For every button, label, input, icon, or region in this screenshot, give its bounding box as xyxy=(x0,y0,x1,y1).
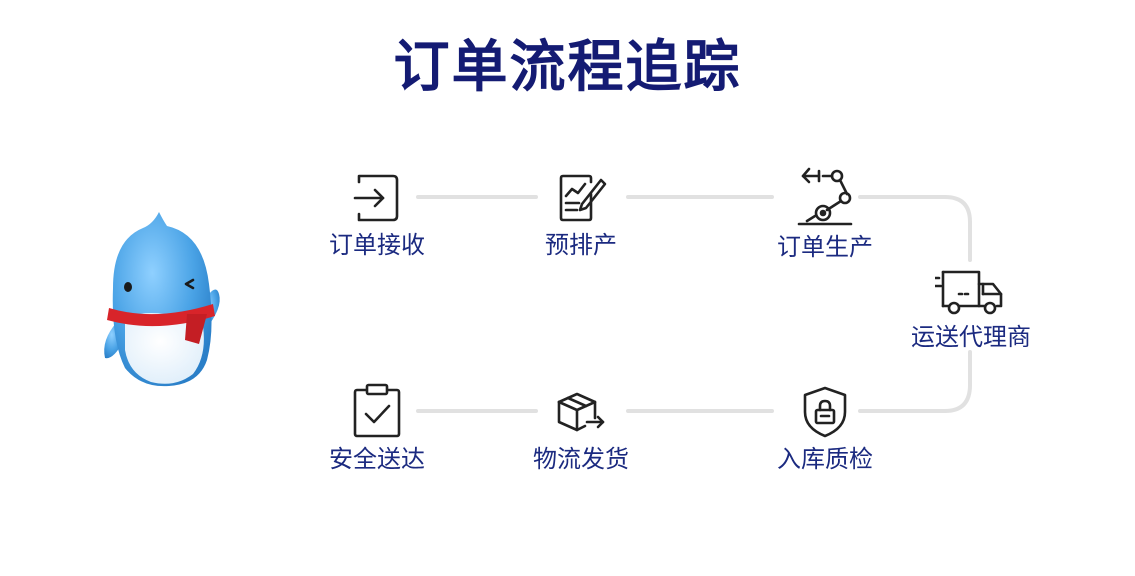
page-title: 订单流程追踪 xyxy=(393,35,742,100)
step-pre-scheduling: 预排产 xyxy=(511,170,651,258)
connector-line-3 xyxy=(858,195,972,262)
step-order-production: 订单生产 xyxy=(755,166,895,260)
step-warehouse-inspection: 入库质检 xyxy=(755,384,895,472)
shield-lock-icon xyxy=(803,386,847,438)
step-label: 物流发货 xyxy=(533,445,629,473)
chart-document-icon xyxy=(559,174,607,222)
step-ship-to-agent: 运送代理商 xyxy=(901,264,1041,350)
step-label: 预排产 xyxy=(545,231,617,259)
step-safe-delivery: 安全送达 xyxy=(307,382,447,472)
step-label: 运送代理商 xyxy=(911,323,1031,351)
step-logistics-shipping: 物流发货 xyxy=(511,384,651,472)
step-label: 入库质检 xyxy=(777,445,873,473)
truck-icon xyxy=(935,270,1003,315)
step-label: 订单生产 xyxy=(777,233,873,261)
connector-line-4 xyxy=(858,350,972,413)
penguin-mascot-illustration xyxy=(104,212,220,387)
clipboard-check-icon xyxy=(353,383,401,438)
package-arrow-icon xyxy=(557,392,605,432)
step-order-received: 订单接收 xyxy=(307,170,447,258)
step-label: 订单接收 xyxy=(329,231,425,259)
robot-arm-icon xyxy=(797,167,853,226)
enter-arrow-icon xyxy=(353,174,399,222)
step-label: 安全送达 xyxy=(329,445,425,473)
